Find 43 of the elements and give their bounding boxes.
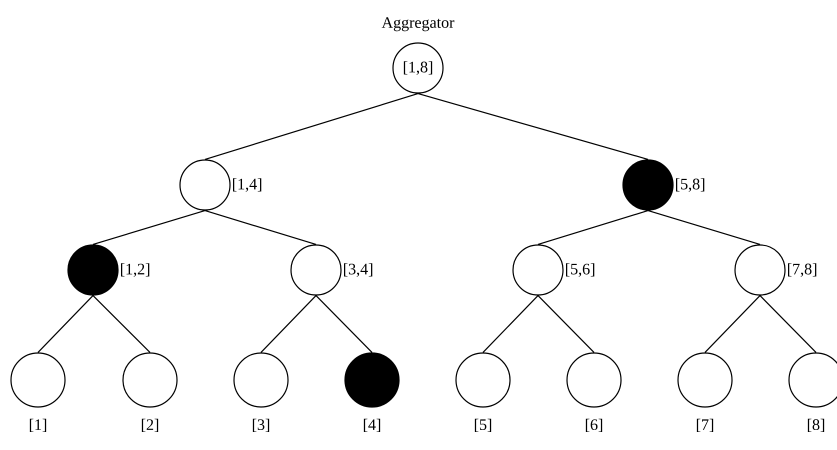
tree-edge bbox=[760, 295, 816, 353]
circle-node bbox=[290, 244, 342, 296]
tree-edge bbox=[482, 295, 538, 353]
tree-edge bbox=[316, 295, 372, 353]
node-label: [1,4] bbox=[233, 178, 262, 192]
circle-node bbox=[122, 352, 178, 408]
tree-edge bbox=[418, 93, 648, 160]
node-label: [3,4] bbox=[344, 263, 372, 277]
tree-edge bbox=[538, 295, 594, 353]
circle-node bbox=[512, 244, 564, 296]
node-label: [4] bbox=[364, 418, 380, 432]
node-label: [7] bbox=[696, 418, 714, 432]
tree-edge bbox=[648, 210, 760, 245]
circle-node bbox=[566, 352, 622, 408]
filled-circle-node bbox=[67, 244, 119, 296]
node-label: [8] bbox=[808, 418, 824, 432]
tree-edge bbox=[260, 295, 316, 353]
tree-edge bbox=[704, 295, 760, 353]
tree-node: [1,8] bbox=[392, 42, 444, 94]
node-label: [1] bbox=[30, 418, 46, 432]
circle-node bbox=[233, 352, 289, 408]
circle-node bbox=[734, 244, 786, 296]
circle-node bbox=[179, 159, 231, 211]
node-label: [5,8] bbox=[676, 178, 704, 192]
circle-node bbox=[10, 352, 66, 408]
circle-node bbox=[677, 352, 733, 408]
filled-circle-node bbox=[622, 159, 674, 211]
circle-node bbox=[455, 352, 511, 408]
node-heading: Aggregator bbox=[382, 17, 454, 32]
tree-edge bbox=[204, 210, 316, 245]
node-label: [3] bbox=[252, 418, 270, 432]
node-label: [1,2] bbox=[121, 263, 150, 277]
filled-circle-node bbox=[344, 352, 400, 408]
tree-edge bbox=[538, 210, 648, 245]
node-label: [7,8] bbox=[788, 263, 816, 277]
tree-edge bbox=[204, 93, 418, 160]
node-label: [5] bbox=[474, 418, 492, 432]
tree-edge bbox=[38, 295, 94, 353]
tree-edge bbox=[92, 295, 150, 353]
node-label: [6] bbox=[586, 418, 602, 432]
tree-edge bbox=[92, 210, 206, 245]
node-label: [2] bbox=[142, 418, 158, 432]
node-label: [5,6] bbox=[566, 263, 594, 277]
